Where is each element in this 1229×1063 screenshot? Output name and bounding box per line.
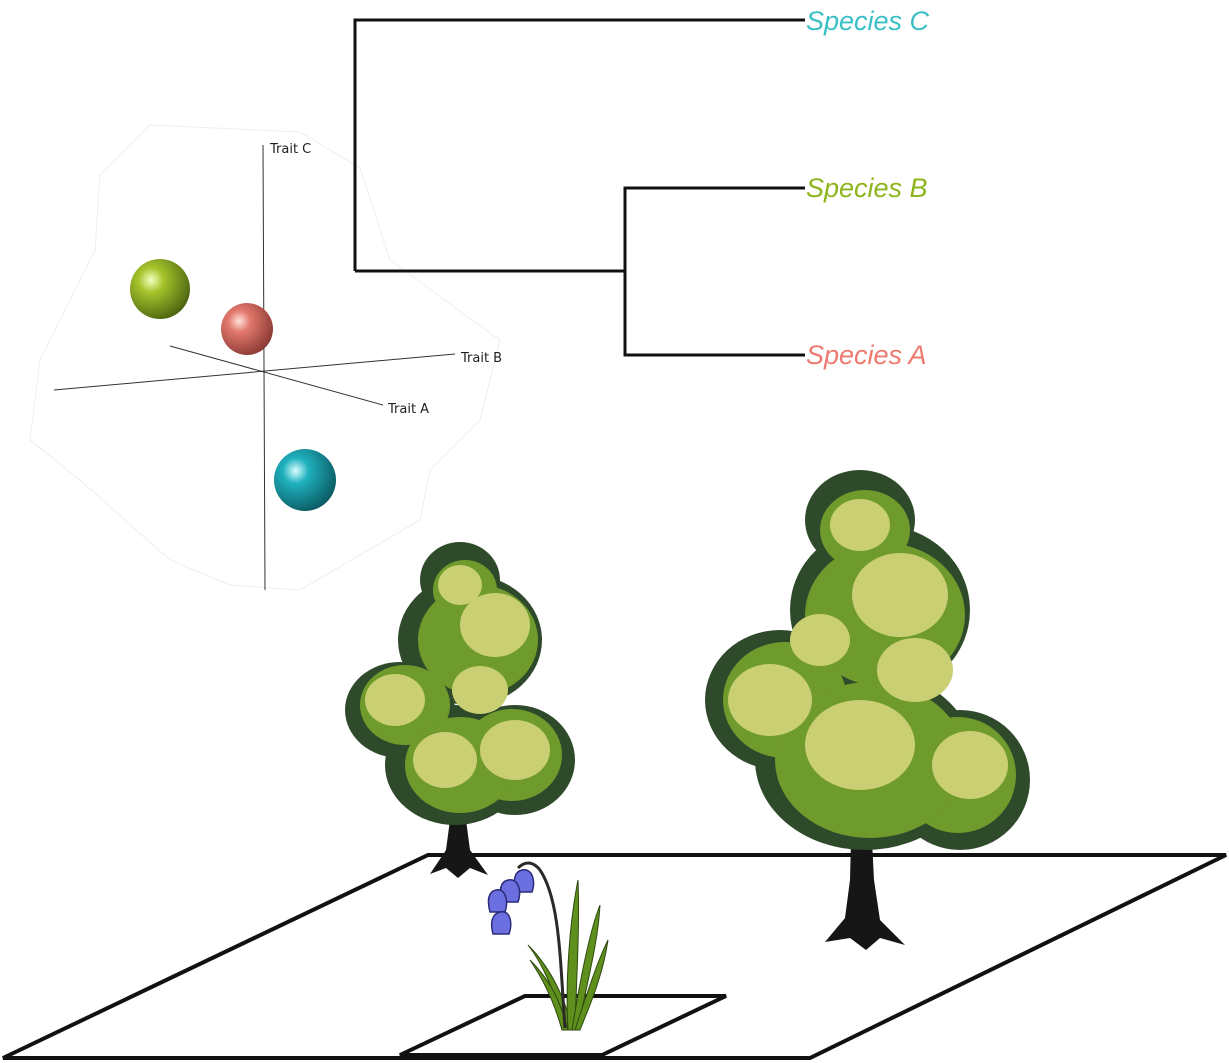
trait-space-plot: Trait C Trait B Trait A [29,124,502,591]
bluebell-leaves [527,879,609,1031]
large-tree-foliage [705,470,1030,850]
species-c-point [274,449,336,511]
branch-species-a [623,271,805,357]
trait-a-label: Trait A [387,402,429,417]
plot-background [29,124,501,591]
species-c-label: Species C [806,6,930,36]
species-b-label: Species B [806,173,928,203]
species-b-point [130,259,190,319]
phylogenetic-tree [353,18,805,357]
species-a-label: Species A [806,340,927,370]
branch-species-b [623,186,805,271]
branch-species-c [353,18,805,271]
trait-b-label: Trait B [460,351,502,366]
bluebell-stem [516,861,567,1029]
trait-c-label: Trait C [269,142,311,157]
bluebell-illustration [487,861,609,1031]
large-tree-trunk [825,800,905,950]
species-a-point [221,303,273,355]
large-plot [2,853,1227,1060]
trait-a-axis [169,345,384,406]
trait-c-axis [262,144,266,591]
small-tree-foliage [345,542,575,825]
bluebell-flowers [487,869,535,935]
trait-b-axis [53,353,456,391]
ground-plots [2,853,1227,1060]
large-tree-illustration [705,470,1030,950]
small-tree-illustration [345,542,575,878]
